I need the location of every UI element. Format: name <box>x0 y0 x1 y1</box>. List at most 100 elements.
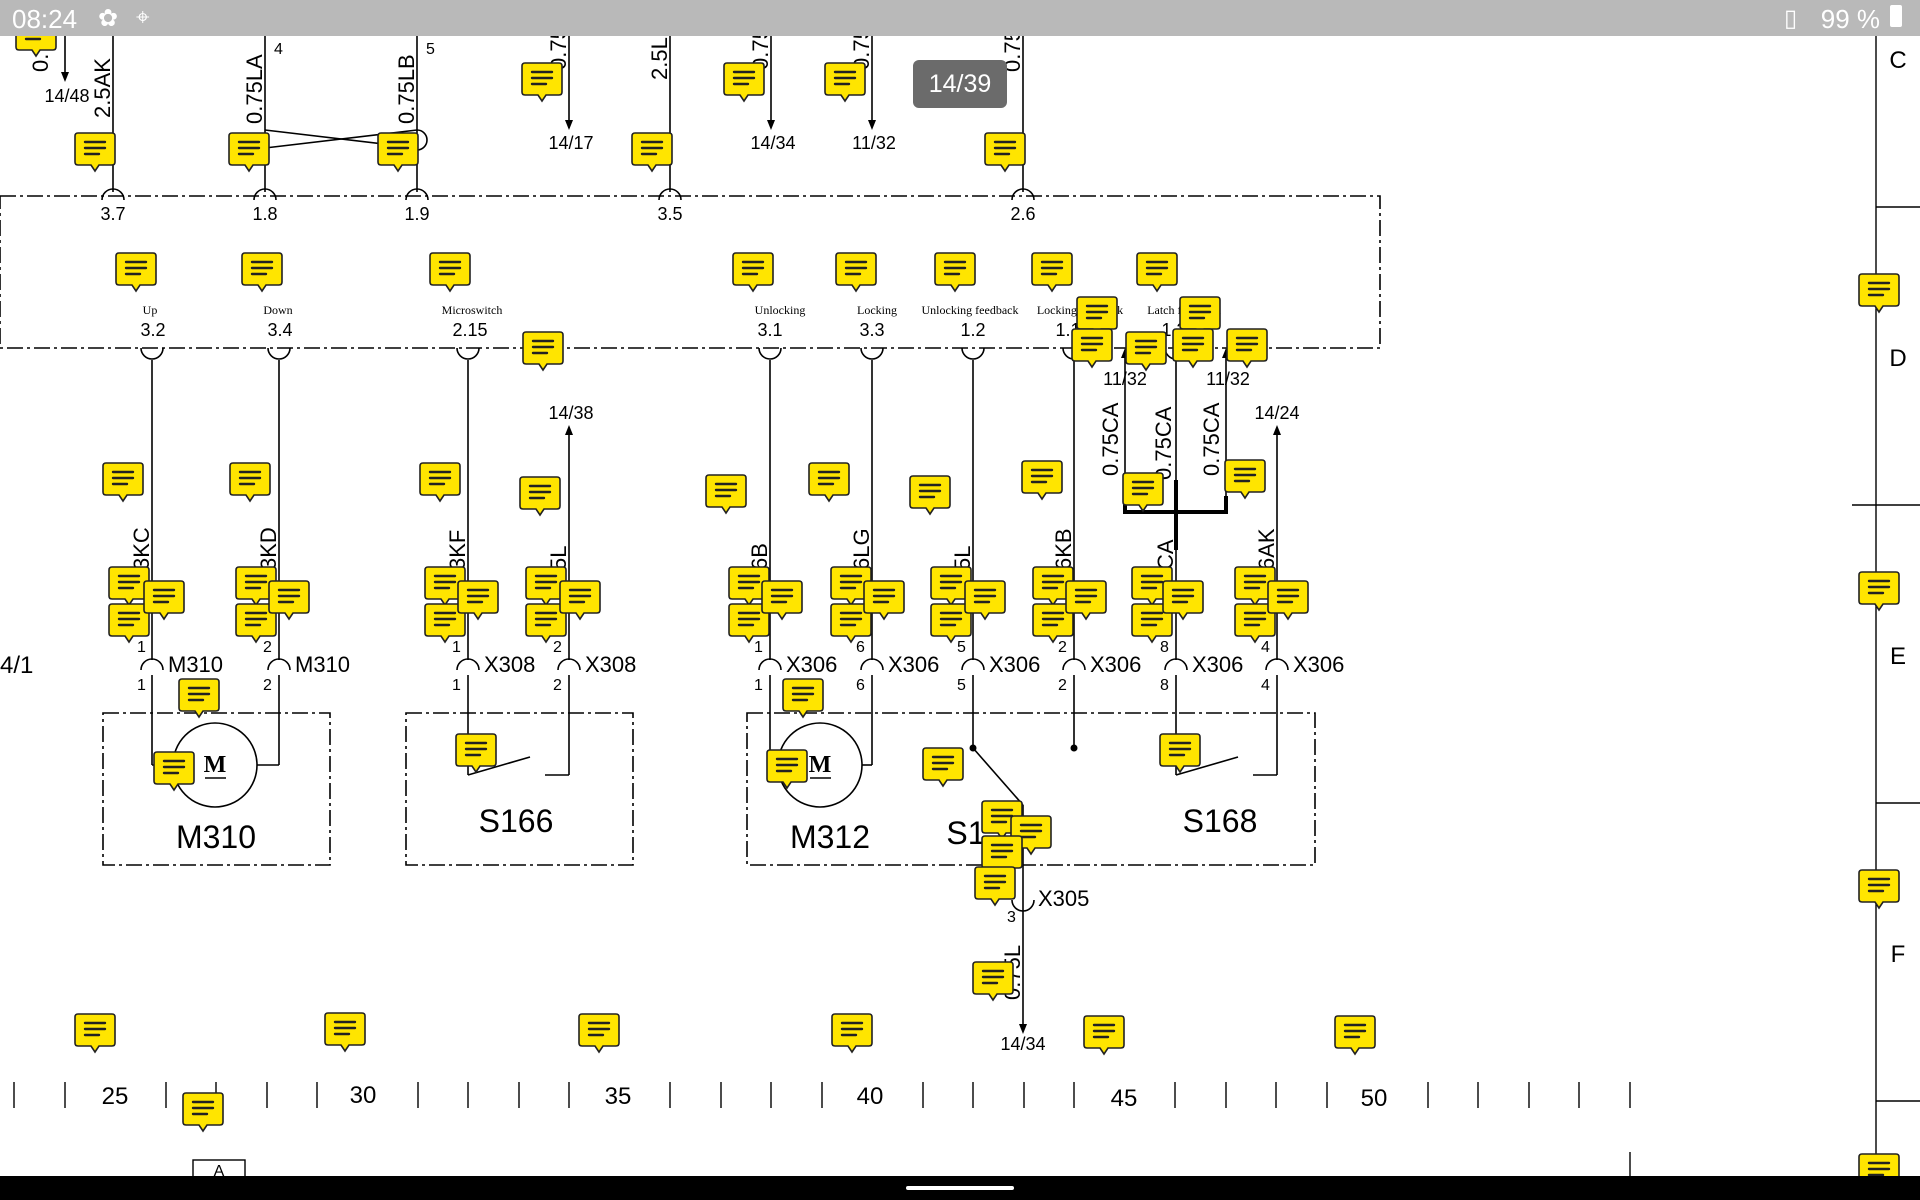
annotation-note-icon[interactable] <box>377 132 419 173</box>
annotation-note-icon[interactable] <box>521 62 563 103</box>
annotation-note-icon[interactable] <box>178 678 220 719</box>
annotation-note-icon[interactable] <box>824 62 866 103</box>
wire-label: 6AK <box>1254 528 1279 570</box>
motor-symbol: M <box>809 752 832 778</box>
navigation-bar <box>0 1176 1920 1200</box>
annotation-note-icon[interactable] <box>984 132 1026 173</box>
annotation-note-icon[interactable] <box>922 747 964 788</box>
annotation-note-icon[interactable] <box>1032 566 1074 607</box>
annotation-note-icon[interactable] <box>525 603 567 644</box>
annotation-note-icon[interactable] <box>419 462 461 503</box>
annotation-note-icon[interactable] <box>102 462 144 503</box>
annotation-note-icon[interactable] <box>115 252 157 293</box>
annotation-note-icon[interactable] <box>1179 296 1221 337</box>
page-indicator: 14/39 <box>913 60 1007 108</box>
status-bar: 08:24 ✿ ⌖ ▯ 99 % <box>0 0 1920 36</box>
annotation-note-icon[interactable] <box>1065 580 1107 621</box>
annotation-note-icon[interactable] <box>15 36 57 58</box>
annotation-note-icon[interactable] <box>766 749 808 790</box>
component-label: M312 <box>790 819 870 855</box>
annotation-note-icon[interactable] <box>1131 566 1173 607</box>
annotation-note-icon[interactable] <box>1172 328 1214 369</box>
annotation-note-icon[interactable] <box>1136 252 1178 293</box>
annotation-note-icon[interactable] <box>74 1013 116 1054</box>
annotation-note-icon[interactable] <box>457 580 499 621</box>
annotation-note-icon[interactable] <box>705 474 747 515</box>
pin-number: 1 <box>452 639 461 656</box>
annotation-note-icon[interactable] <box>324 1012 366 1053</box>
annotation-note-icon[interactable] <box>1021 460 1063 501</box>
annotation-note-icon[interactable] <box>1122 472 1164 513</box>
annotation-note-icon[interactable] <box>728 566 770 607</box>
connector-label: X306 <box>1192 652 1243 677</box>
annotation-note-icon[interactable] <box>732 252 774 293</box>
annotation-note-icon[interactable] <box>835 252 877 293</box>
annotation-note-icon[interactable] <box>1858 1153 1900 1176</box>
annotation-note-icon[interactable] <box>429 252 471 293</box>
annotation-note-icon[interactable] <box>972 961 1014 1002</box>
connector-label: X308 <box>585 652 636 677</box>
annotation-note-icon[interactable] <box>934 252 976 293</box>
annotation-note-icon[interactable] <box>108 566 150 607</box>
annotation-note-icon[interactable] <box>1071 328 1113 369</box>
annotation-note-icon[interactable] <box>455 733 497 774</box>
annotation-note-icon[interactable] <box>525 566 567 607</box>
annotation-note-icon[interactable] <box>578 1013 620 1054</box>
annotation-note-icon[interactable] <box>519 476 561 517</box>
home-gesture-handle[interactable] <box>906 1186 1014 1190</box>
annotation-note-icon[interactable] <box>1858 571 1900 612</box>
annotation-note-icon[interactable] <box>74 132 116 173</box>
annotation-note-icon[interactable] <box>235 566 277 607</box>
wire-label: 5L <box>546 546 571 570</box>
annotation-note-icon[interactable] <box>235 603 277 644</box>
annotation-note-icon[interactable] <box>108 603 150 644</box>
annotation-note-icon[interactable] <box>631 132 673 173</box>
annotation-note-icon[interactable] <box>1226 328 1268 369</box>
grid-number: 30 <box>350 1082 377 1109</box>
annotation-note-icon[interactable] <box>930 566 972 607</box>
annotation-note-icon[interactable] <box>981 835 1023 876</box>
annotation-note-icon[interactable] <box>182 1092 224 1133</box>
annotation-note-icon[interactable] <box>268 580 310 621</box>
annotation-note-icon[interactable] <box>1159 733 1201 774</box>
connector-id: 1.8 <box>252 204 277 224</box>
annotation-note-icon[interactable] <box>1031 252 1073 293</box>
connector-label: X308 <box>484 652 535 677</box>
annotation-note-icon[interactable] <box>1224 459 1266 500</box>
annotation-note-icon[interactable] <box>723 62 765 103</box>
schematic-drawing[interactable]: 2.5AK 0.75LA 0.75LB 0.75 2.5L 0.75 0.75 … <box>0 36 1920 1176</box>
annotation-note-icon[interactable] <box>1334 1015 1376 1056</box>
annotation-note-icon[interactable] <box>831 1013 873 1054</box>
annotation-note-icon[interactable] <box>808 462 850 503</box>
connector-id: 2.6 <box>1010 204 1035 224</box>
annotation-note-icon[interactable] <box>1858 273 1900 314</box>
wire-label: 6LG <box>849 528 874 570</box>
annotation-note-icon[interactable] <box>782 678 824 719</box>
page-ref: 11/32 <box>852 133 896 153</box>
annotation-note-icon[interactable] <box>229 462 271 503</box>
annotation-note-icon[interactable] <box>1125 331 1167 372</box>
annotation-note-icon[interactable] <box>830 566 872 607</box>
annotation-note-icon[interactable] <box>1234 603 1276 644</box>
annotation-note-icon[interactable] <box>153 751 195 792</box>
annotation-note-icon[interactable] <box>559 580 601 621</box>
annotation-note-icon[interactable] <box>143 580 185 621</box>
annotation-note-icon[interactable] <box>974 866 1016 907</box>
annotation-note-icon[interactable] <box>830 603 872 644</box>
pin-number: 5 <box>426 41 435 58</box>
annotation-note-icon[interactable] <box>964 580 1006 621</box>
annotation-note-icon[interactable] <box>522 331 564 372</box>
annotation-note-icon[interactable] <box>1858 869 1900 910</box>
annotation-note-icon[interactable] <box>1267 580 1309 621</box>
annotation-note-icon[interactable] <box>1162 580 1204 621</box>
annotation-note-icon[interactable] <box>909 475 951 516</box>
annotation-note-icon[interactable] <box>761 580 803 621</box>
annotation-note-icon[interactable] <box>424 566 466 607</box>
annotation-note-icon[interactable] <box>1083 1015 1125 1056</box>
wire-label: 3KC <box>129 527 154 570</box>
annotation-note-icon[interactable] <box>241 252 283 293</box>
annotation-note-icon[interactable] <box>228 132 270 173</box>
annotation-note-icon[interactable] <box>1234 566 1276 607</box>
annotation-note-icon[interactable] <box>863 580 905 621</box>
pin-number: 5 <box>957 677 966 694</box>
